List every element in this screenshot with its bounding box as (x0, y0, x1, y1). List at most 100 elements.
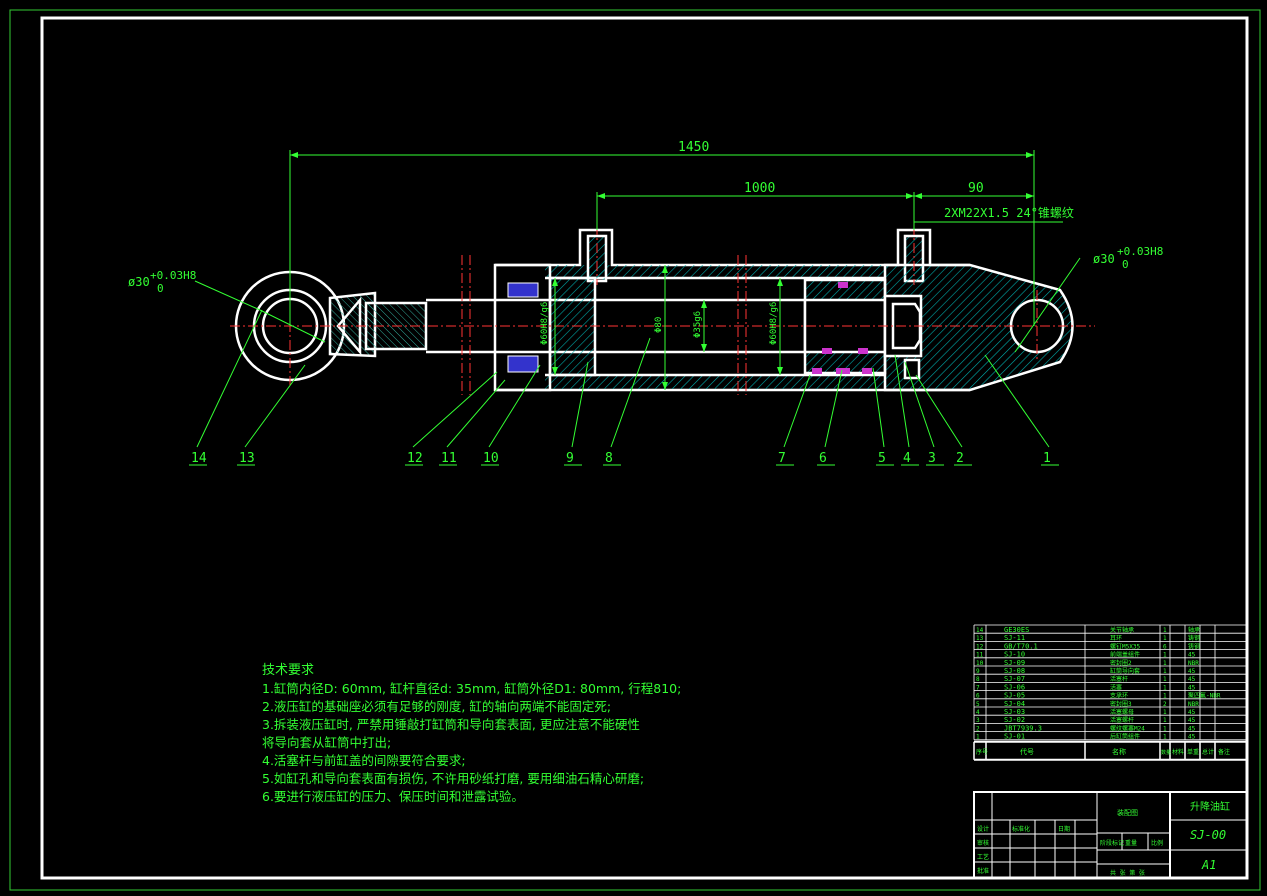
notes-line-3: 3.拆装液压缸时, 严禁用锤敲打缸筒和导向套表面, 更应注意不能硬性 (262, 717, 640, 732)
dim-90: 90 (968, 181, 984, 196)
bom-no-2: 2 (976, 725, 980, 732)
balloon-leader-3 (904, 361, 935, 448)
bom-code-12: GB/T70.1 (1004, 642, 1038, 650)
bom-qty-1: 1 (1163, 734, 1167, 741)
bom-header-weight: 单重 (1187, 748, 1199, 756)
rod-eye-neck (328, 291, 377, 358)
bom-name-9: 缸筒导向套 (1110, 667, 1140, 675)
bolt-bottom (507, 355, 539, 373)
tb-design: 设计 (977, 825, 989, 833)
seal-3 (862, 368, 872, 374)
notes-line-4: 将导向套从缸筒中打出; (262, 735, 392, 750)
dim-rod: Φ35g6 (693, 311, 703, 338)
left-hole-leader-2 (259, 309, 326, 343)
balloon-leader-4 (894, 354, 910, 448)
bom-qty-8: 1 (1163, 676, 1167, 683)
bom-qty-12: 6 (1163, 643, 1167, 650)
bom-no-10: 10 (976, 660, 984, 667)
balloon-leader-1 (984, 354, 1050, 448)
rear-cap (883, 263, 1074, 392)
balloon-14: 14 (191, 451, 207, 466)
dim-left-tol-lower: 0 (157, 282, 164, 295)
balloon-leader-10 (488, 364, 541, 448)
balloon-leader-14 (196, 309, 263, 448)
bom-name-4: 活塞螺母 (1110, 708, 1134, 716)
bom-code-8: SJ-07 (1004, 675, 1025, 683)
bom-qty-7: 1 (1163, 684, 1167, 691)
bom-name-1: 后缸筒组件 (1110, 733, 1140, 741)
notes-line-2: 2.液压缸的基础座必须有足够的刚度, 缸的轴向两端不能固定死; (262, 699, 612, 714)
bom-no-1: 1 (976, 734, 980, 741)
seal-2 (836, 368, 850, 374)
bom-name-12: 螺钉M5X35 (1110, 642, 1140, 650)
bom-code-5: SJ-04 (1004, 700, 1025, 708)
tb-drawing-no: SJ-00 (1190, 828, 1226, 842)
seal-1 (812, 368, 822, 374)
notes-line-7: 6.要进行液压缸的压力、保压时间和泄露试验。 (262, 789, 524, 804)
balloon-13: 13 (239, 451, 255, 466)
dim-right-hole: ø30 (1093, 252, 1115, 266)
tb-sheet-size: A1 (1201, 858, 1216, 872)
tb-approve: 批准 (977, 867, 989, 875)
bom-no-13: 13 (976, 635, 984, 642)
cylinder-body (234, 228, 1074, 392)
balloon-leader-6 (824, 369, 843, 448)
bom-name-13: 耳环 (1110, 635, 1122, 642)
bom-code-2: JBT7939.3 (1004, 724, 1042, 732)
bom-qty-14: 1 (1163, 627, 1167, 634)
balloon-1: 1 (1043, 451, 1051, 466)
balloon-11: 11 (441, 451, 457, 466)
bom-material-10: NBR (1188, 660, 1199, 667)
seals (812, 282, 872, 374)
tb-scale: 比例 (1151, 839, 1163, 847)
bom-code-7: SJ-06 (1004, 683, 1025, 691)
tb-weight: 重量 (1125, 839, 1137, 847)
bom-name-14: 关节轴承 (1110, 626, 1134, 634)
sheet-inner-frame (40, 16, 1249, 880)
balloon-8: 8 (605, 451, 613, 466)
bom-no-5: 5 (976, 701, 980, 708)
balloon-leader-13 (244, 364, 306, 448)
bom-material-3: 45 (1188, 717, 1196, 724)
dim-left-hole: ø30 (128, 275, 150, 289)
bom-material-11: 45 (1188, 652, 1196, 659)
left-hole-leader (194, 280, 261, 311)
bom-name-11: 前端盖组件 (1110, 651, 1140, 659)
bom-material-9: 45 (1188, 668, 1196, 675)
tb-company: 装配图 (1117, 808, 1138, 817)
dim-thread: 2XM22X1.5 24°锥螺纹 (944, 206, 1074, 220)
seal-4 (838, 282, 848, 288)
balloon-leader-11 (446, 379, 506, 448)
bom-no-8: 8 (976, 676, 980, 683)
bom-header-no: 序号 (976, 748, 988, 756)
bom-material-13: 铸钢 (1188, 634, 1200, 642)
bom-code-13: SJ-11 (1004, 634, 1025, 642)
balloon-leader-2 (915, 374, 963, 448)
bom-no-9: 9 (976, 668, 980, 675)
piston-bore (803, 298, 887, 354)
balloon-5: 5 (878, 451, 886, 466)
bom-code-10: SJ-09 (1004, 659, 1025, 667)
bom-material-1: 45 (1188, 734, 1196, 741)
seal-6 (858, 348, 868, 354)
balloon-leader-5 (872, 367, 885, 448)
dim-right-tol-upper: +0.03H8 (1117, 245, 1163, 258)
bom-header-material: 材料 (1172, 748, 1184, 756)
title-block-text: 升降油缸 SJ-00 A1 装配图 阶段标记 重量 比例 共 张 第 张 设计 … (977, 800, 1230, 877)
bom-no-11: 11 (976, 652, 984, 659)
bom-no-6: 6 (976, 693, 980, 700)
technical-requirements: 技术要求 1.缸筒内径D: 60mm, 缸杆直径d: 35mm, 缸筒外径D1:… (262, 662, 681, 806)
bom-no-3: 3 (976, 717, 980, 724)
dim-1450: 1450 (678, 140, 709, 155)
dim-right-tol-lower: 0 (1122, 258, 1129, 271)
bom-name-6: 支承环 (1110, 692, 1128, 700)
balloon-4: 4 (903, 451, 911, 466)
bom-name-3: 活塞螺杆 (1110, 716, 1134, 724)
bom-code-14: GE30ES (1004, 626, 1029, 634)
bom-code-9: SJ-08 (1004, 667, 1025, 675)
notes-line-1: 1.缸筒内径D: 60mm, 缸杆直径d: 35mm, 缸筒外径D1: 80mm… (262, 681, 682, 696)
tb-process: 工艺 (977, 853, 989, 861)
notes-line-5: 4.活塞杆与前缸盖的间隙要符合要求; (262, 753, 466, 768)
